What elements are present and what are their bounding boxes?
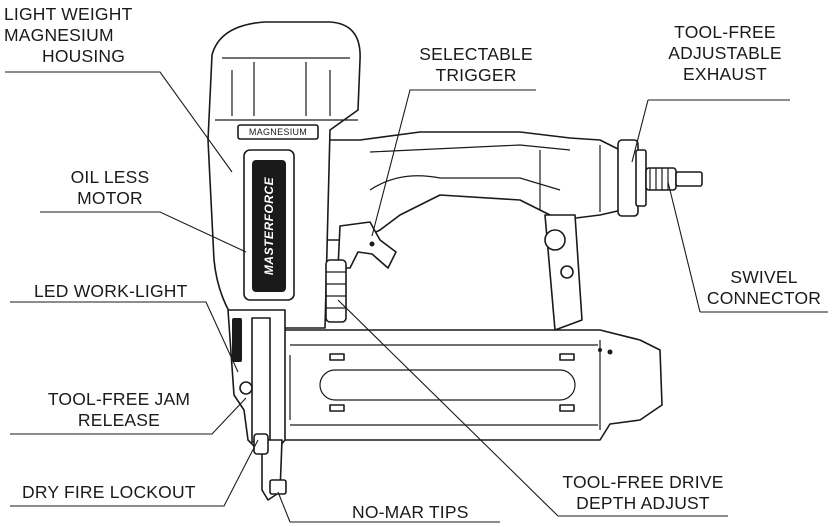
leader-housing (5, 71, 233, 173)
leader-tips (277, 491, 500, 523)
callout-jam-line1: TOOL-FREE JAM (47, 389, 191, 409)
callout-trigger-line2: TRIGGER (435, 65, 517, 85)
callout-swivel-line2: CONNECTOR (706, 288, 822, 308)
callout-motor-line1: OIL LESS (70, 167, 150, 187)
handle-grip (317, 131, 623, 241)
callout-trigger: SELECTABLE TRIGGER (412, 44, 540, 86)
callout-lockout-line1: DRY FIRE LOCKOUT (22, 482, 196, 502)
callout-housing-line1: LIGHT WEIGHT (4, 4, 133, 24)
no-mar-tip-part (261, 439, 287, 501)
brand-badge-text: MASTERFORCE (262, 176, 276, 276)
leader-lockout (10, 439, 259, 507)
callout-depth: TOOL-FREE DRIVE DEPTH ADJUST (558, 472, 728, 514)
callout-housing-line2: MAGNESIUM (4, 25, 114, 45)
callout-exhaust: TOOL-FREE ADJUSTABLE EXHAUST (662, 22, 788, 85)
callout-depth-line1: TOOL-FREE DRIVE (562, 472, 724, 492)
callout-exhaust-line2: ADJUSTABLE (668, 43, 782, 63)
exhaust-cap (617, 139, 647, 217)
callout-led-line1: LED WORK-LIGHT (34, 281, 188, 301)
callout-housing-line3: HOUSING (42, 46, 126, 66)
leader-motor (40, 211, 247, 253)
leader-led (10, 301, 239, 373)
callout-exhaust-line1: TOOL-FREE (674, 22, 776, 42)
callout-trigger-line1: SELECTABLE (419, 44, 533, 64)
nose-assembly (227, 309, 286, 453)
callout-motor-line2: MOTOR (77, 188, 143, 208)
swivel-connector-part (645, 167, 703, 191)
callout-tips: NO-MAR TIPS (352, 502, 469, 523)
trigger (337, 221, 397, 269)
callout-swivel-line1: SWIVEL (730, 267, 798, 287)
callout-tips-line1: NO-MAR TIPS (352, 502, 469, 522)
rear-support (544, 214, 583, 331)
callout-housing: LIGHT WEIGHT MAGNESIUM HOUSING (4, 4, 132, 67)
callout-jam: TOOL-FREE JAM RELEASE (34, 389, 204, 431)
callout-lockout: DRY FIRE LOCKOUT (22, 482, 196, 503)
leader-jam (10, 397, 247, 435)
callout-exhaust-line3: EXHAUST (682, 64, 768, 84)
leader-lines (5, 71, 828, 523)
callout-jam-line2: RELEASE (77, 410, 161, 430)
leader-trigger (371, 89, 536, 237)
callout-depth-line2: DEPTH ADJUST (576, 493, 710, 513)
dry-fire-lockout-part (253, 433, 269, 455)
leader-exhaust (631, 99, 790, 163)
callout-swivel: SWIVEL CONNECTOR (698, 267, 830, 309)
callout-led: LED WORK-LIGHT (34, 281, 188, 302)
callout-motor: OIL LESS MOTOR (55, 167, 165, 209)
housing-plate-text: MAGNESIUM (248, 127, 308, 137)
leader-swivel (667, 181, 828, 313)
magazine (267, 329, 663, 441)
depth-adjust-wheel (325, 259, 347, 323)
leader-depth (337, 299, 728, 517)
